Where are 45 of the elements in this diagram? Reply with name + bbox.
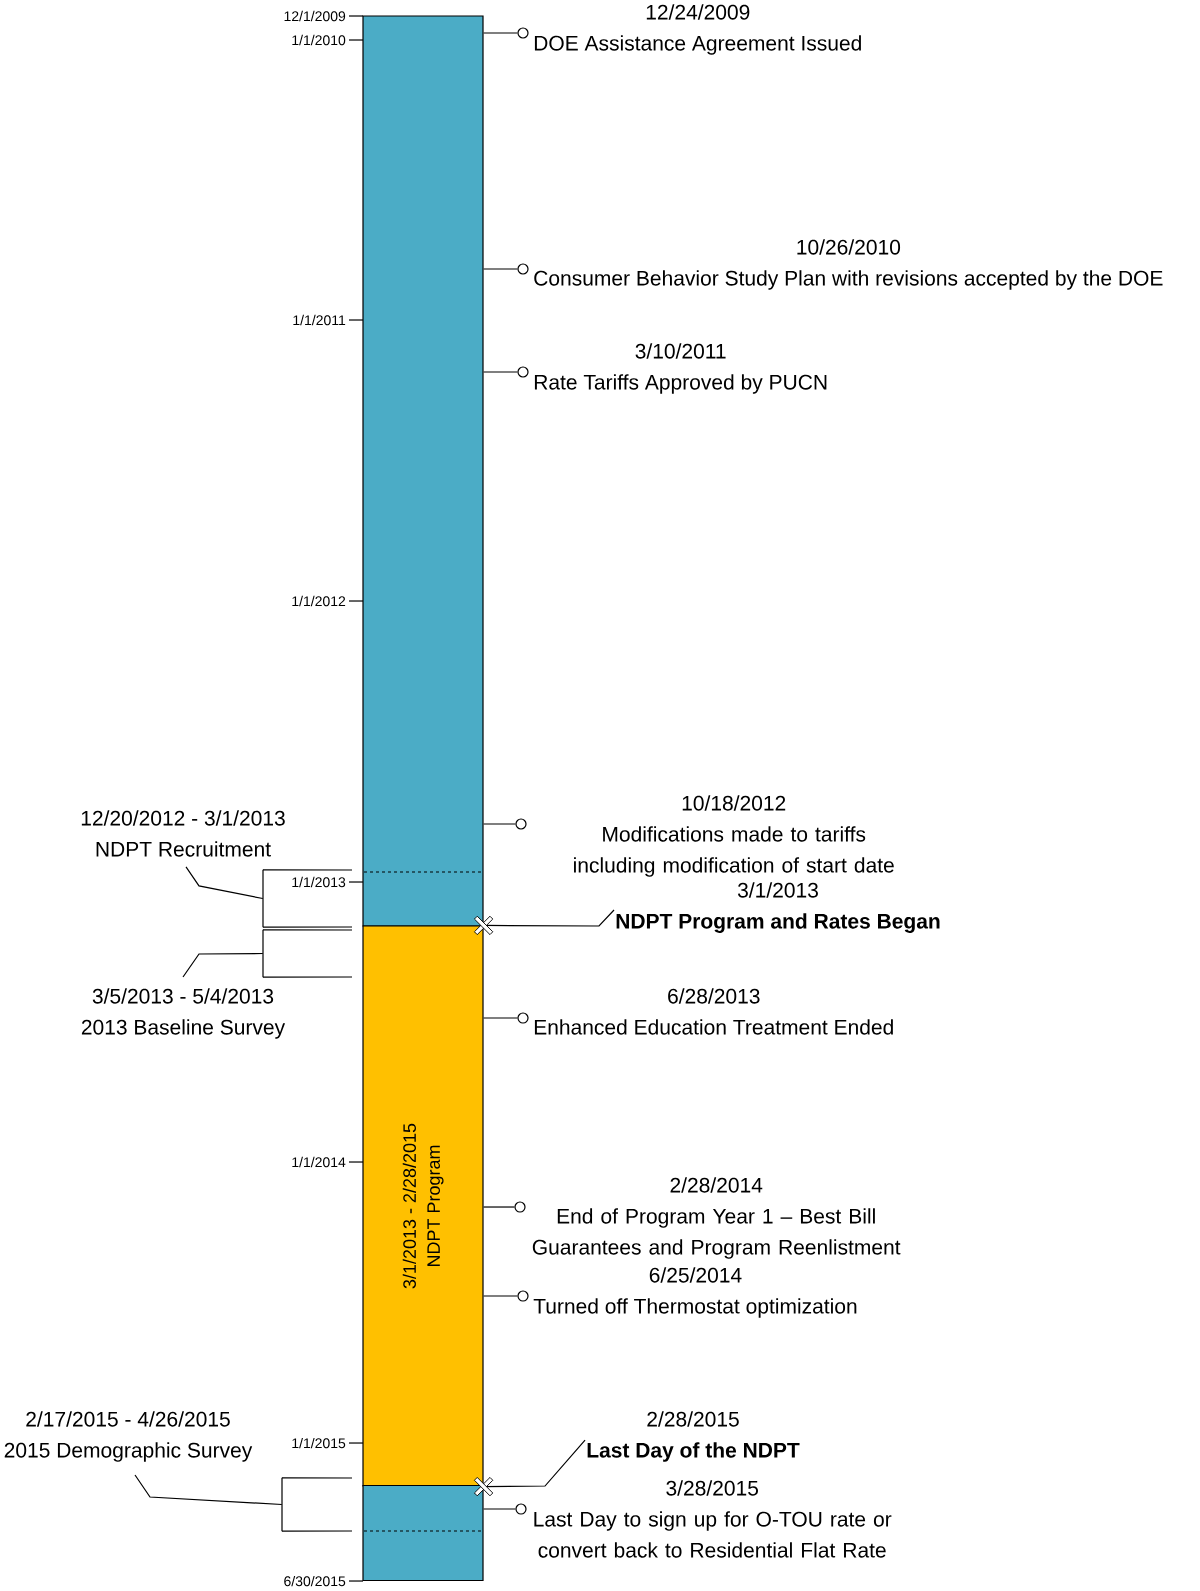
event-label: 10/18/2012 Modifications made to tariffs including modification of start date <box>574 795 894 877</box>
leader-line <box>483 1017 518 1019</box>
event-marker <box>517 366 529 378</box>
event-marker <box>517 27 529 39</box>
event-label: 2/28/2014 End of Program Year 1 – Best Bill Guarantees and Program Reenlistment <box>532 1177 901 1259</box>
leader-line <box>483 1206 515 1208</box>
event-label: 3/10/2011 Rate Tariffs Approved by PUCN <box>534 343 827 394</box>
timeline-bar <box>362 15 484 927</box>
tick-label: 1/1/2014 <box>292 1156 346 1168</box>
event-label: 10/26/2010 Consumer Behavior Study Plan with revisions accepted by the DOE <box>534 239 1163 290</box>
event-label: 3/5/2013 - 5/4/2013 2013 Baseline Survey <box>81 988 286 1039</box>
event-label: 3/1/2013 NDPT Program and Rates Began <box>616 882 940 933</box>
event-marker <box>517 263 529 275</box>
tick-label: 6/30/2015 <box>284 1575 346 1587</box>
leader-line <box>483 32 518 34</box>
leader-line <box>473 1439 586 1497</box>
leader-line <box>483 1508 516 1510</box>
event-label: 6/25/2014 Turned off Thermostat optimization <box>533 1267 857 1318</box>
leader-line <box>134 1474 283 1506</box>
leader-line <box>185 866 264 900</box>
event-marker <box>515 1503 527 1515</box>
event-label: 12/24/2009 DOE Assistance Agreement Issued <box>534 4 861 55</box>
program-bar: 3/1/2013 - 2/28/2015 NDPT Program <box>362 925 484 1487</box>
tick-label: 12/1/2009 <box>284 10 346 22</box>
tick-label: 1/1/2011 <box>293 314 346 326</box>
event-label: 3/28/2015 Last Day to sign up for O-TOU rate or convert back to Residential Flat Rate <box>534 1480 892 1558</box>
leader-line <box>182 952 264 978</box>
event-marker <box>517 1012 529 1024</box>
leader-line <box>483 823 516 825</box>
event-label: 2/17/2015 - 4/26/2015 2015 Demographic Survey <box>4 1411 253 1462</box>
tick-label: 1/1/2013 <box>292 876 346 888</box>
leader-line <box>483 268 518 270</box>
leader-line <box>473 909 615 936</box>
event-marker <box>517 1290 529 1302</box>
tick-label: 1/1/2015 <box>292 1437 346 1449</box>
tick-label: 1/1/2010 <box>292 34 346 46</box>
event-marker <box>515 818 527 830</box>
event-marker <box>514 1201 526 1213</box>
tick-label: 1/1/2012 <box>292 595 346 607</box>
event-label: 6/28/2013 Enhanced Education Treatment Ended <box>534 988 893 1035</box>
leader-line <box>483 1295 518 1297</box>
timeline-bar <box>362 1484 484 1582</box>
event-label: 2/28/2015 Last Day of the NDPT <box>587 1411 800 1462</box>
leader-line <box>483 371 518 373</box>
event-label: 12/20/2012 - 3/1/2013 NDPT Recruitment <box>81 810 285 857</box>
